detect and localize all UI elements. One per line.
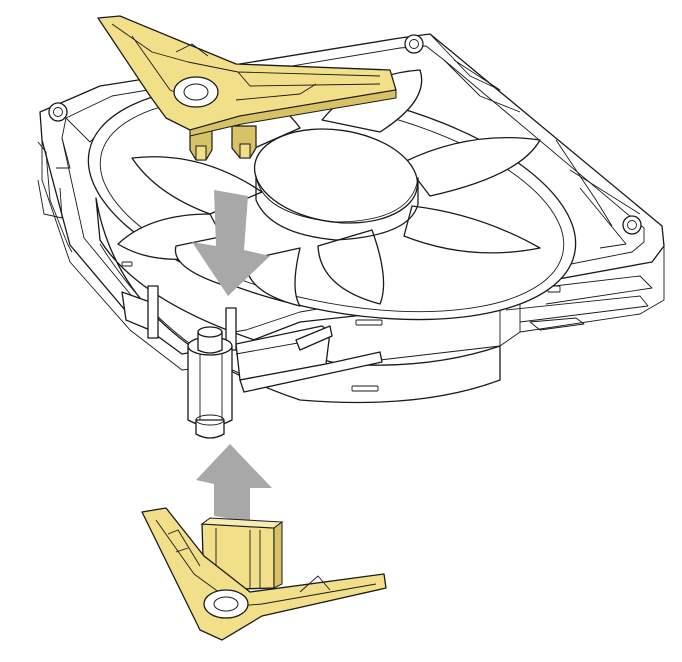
corner-hole-left <box>48 102 68 122</box>
down-arrow-shape <box>192 190 270 296</box>
fan-corner-pad-icon <box>97 15 397 161</box>
arrow-up-icon <box>196 444 272 522</box>
arrow-down-icon <box>192 190 270 296</box>
up-arrow-shape <box>196 444 272 522</box>
corner-hole-top-right <box>404 34 424 54</box>
mounting-pin-assembly <box>121 285 383 439</box>
fan-corner-pad-bottom-icon <box>141 507 387 641</box>
corner-hole-right <box>622 215 642 235</box>
